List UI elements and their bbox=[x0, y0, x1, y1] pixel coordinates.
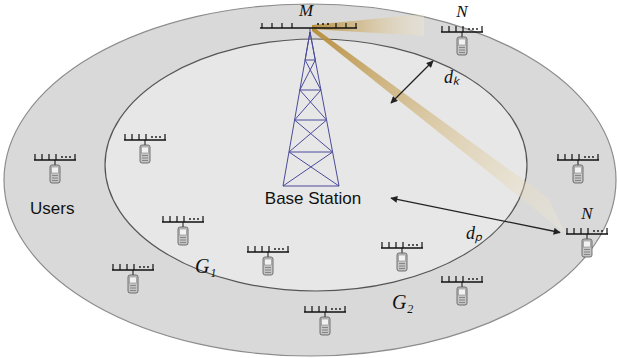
user-terminal: N bbox=[428, 3, 494, 61]
inner-region: G₁ M Base Station N bbox=[100, 2, 532, 294]
user-terminal: N bbox=[560, 205, 614, 267]
antenna-label: N bbox=[581, 205, 592, 224]
antenna-label: M bbox=[299, 2, 313, 21]
base-station: M Base Station bbox=[235, 2, 391, 214]
distance-label: dₚ bbox=[466, 224, 482, 244]
distance-label: dₖ bbox=[444, 68, 459, 88]
region-outline bbox=[100, 2, 532, 294]
region-ellipse bbox=[105, 39, 527, 291]
node-label: Base Station bbox=[265, 190, 361, 209]
antenna-dot bbox=[317, 23, 319, 25]
antenna-bar bbox=[260, 27, 357, 29]
group-label: G₂ bbox=[392, 291, 413, 313]
antenna-dot bbox=[327, 23, 329, 25]
node-label: Users bbox=[30, 200, 74, 219]
antenna-label: N bbox=[456, 3, 467, 22]
antenna-dot bbox=[322, 23, 324, 25]
group-label: G₁ bbox=[195, 255, 216, 277]
region-ellipse bbox=[4, 4, 616, 356]
